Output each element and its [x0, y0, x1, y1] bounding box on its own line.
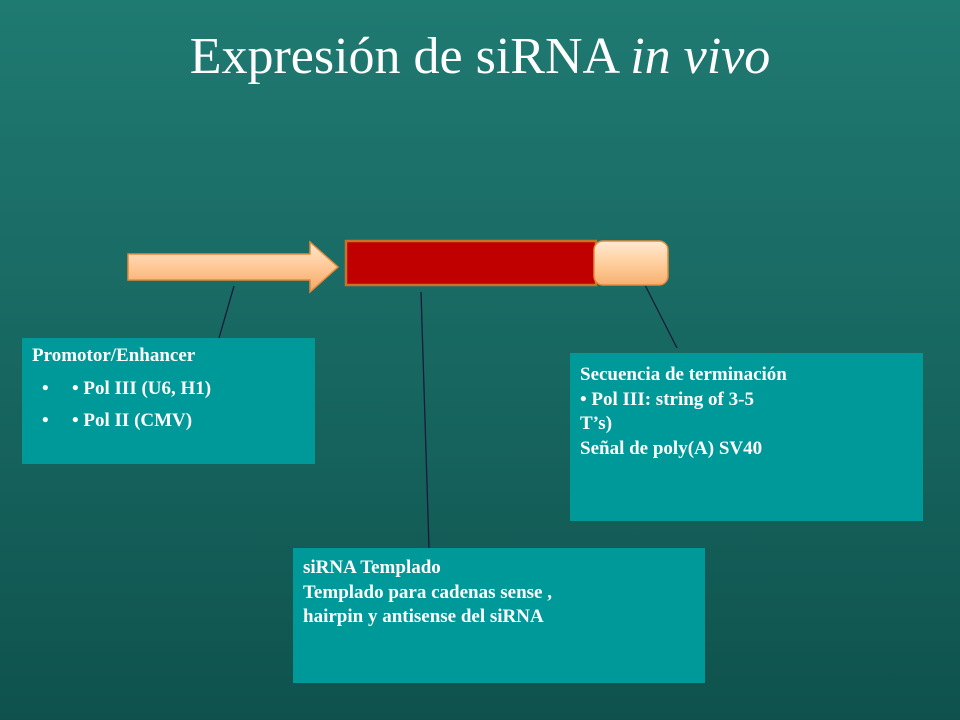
promotor-heading: Promotor/Enhancer — [32, 345, 196, 366]
title-main: Expresión de siRNA — [189, 28, 618, 85]
template-line: Templado para cadenas sense , — [303, 581, 552, 603]
termination-block — [593, 240, 669, 286]
bullet-icon: • — [42, 410, 49, 432]
slide-title: Expresión de siRNA in vivo — [0, 28, 960, 85]
promotor-item: • Pol III (U6, H1) — [72, 377, 212, 399]
list-item: • • Pol III (U6, H1) — [32, 377, 305, 402]
promotor-connector-line — [218, 285, 235, 339]
promoter-arrow — [127, 240, 340, 294]
promotor-box: Promotor/Enhancer •• Pol III (U6, H1) ••… — [22, 338, 315, 464]
termination-heading: Secuencia de terminación — [580, 364, 787, 385]
termination-line: • Pol III: string of 3-5 — [580, 388, 754, 410]
template-line: hairpin y antisense del siRNA — [303, 606, 544, 628]
template-box: siRNA Templado Templado para cadenas sen… — [293, 548, 705, 683]
promotor-list: • • Pol III (U6, H1) • • Pol II (CMV) — [32, 377, 305, 434]
bullet-icon: • — [42, 377, 49, 399]
termination-box: Secuencia de terminación • Pol III: stri… — [570, 353, 923, 521]
termination-connector-line — [644, 284, 678, 349]
sirna-template-bar — [344, 239, 598, 287]
template-heading: siRNA Templado — [303, 557, 441, 578]
promotor-item: • Pol II (CMV) — [72, 410, 193, 432]
termination-line: Señal de poly(A) SV40 — [580, 438, 763, 460]
title-italic: in vivo — [630, 28, 771, 85]
termination-line: T’s) — [580, 413, 613, 435]
list-item: • • Pol II (CMV) — [32, 409, 305, 434]
template-connector-line — [420, 291, 430, 549]
